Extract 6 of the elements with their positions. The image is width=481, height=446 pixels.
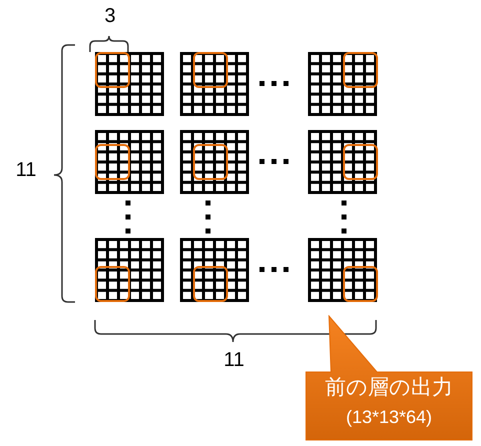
- callout-box: [305, 315, 473, 441]
- callout-text: (13*13*64): [346, 406, 432, 429]
- dimension-label: 11: [222, 350, 246, 370]
- callout-text: 前の層の出力: [325, 375, 453, 401]
- dimension-label: 3: [103, 6, 117, 26]
- dimension-label: 11: [14, 160, 38, 180]
